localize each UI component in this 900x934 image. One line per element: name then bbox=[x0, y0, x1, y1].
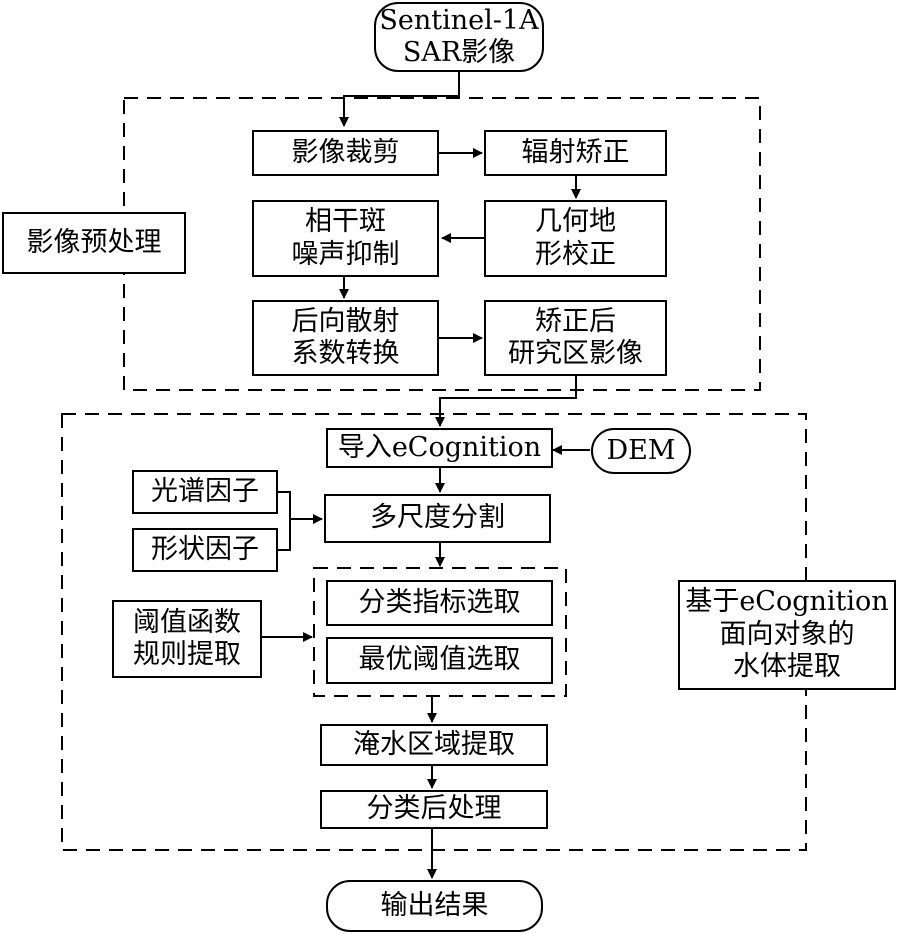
node-import-ecognition: 导入eCognition bbox=[326, 428, 553, 468]
node-dem: DEM bbox=[591, 428, 691, 474]
selection-subgroup-frame bbox=[313, 567, 567, 697]
node-speckle-suppression: 相干斑 噪声抑制 bbox=[252, 200, 439, 277]
node-spectral-factor: 光谱因子 bbox=[132, 470, 278, 514]
node-post-classification: 分类后处理 bbox=[320, 790, 548, 829]
extraction-group-label: 基于eCognition 面向对象的 水体提取 bbox=[678, 580, 896, 690]
node-multiscale-segmentation: 多尺度分割 bbox=[324, 494, 551, 543]
node-threshold-rule-extraction: 阈值函数 规则提取 bbox=[112, 600, 262, 678]
node-corrected-image: 矫正后 研究区影像 bbox=[484, 300, 667, 376]
node-radiometric-correction: 辐射矫正 bbox=[484, 130, 667, 176]
node-class-index-selection: 分类指标选取 bbox=[326, 580, 553, 626]
arrow-corrected-to-import bbox=[435, 376, 577, 427]
arrow-start-to-crop bbox=[339, 72, 460, 127]
factors-bracket bbox=[278, 491, 291, 551]
node-image-crop: 影像裁剪 bbox=[252, 130, 439, 176]
extraction-group-frame bbox=[61, 413, 807, 851]
node-flood-area-extraction: 淹水区域提取 bbox=[320, 724, 548, 766]
node-backscatter-conversion: 后向散射 系数转换 bbox=[252, 300, 439, 376]
node-optimal-threshold-selection: 最优阈值选取 bbox=[326, 637, 553, 684]
node-shape-factor: 形状因子 bbox=[132, 528, 278, 572]
node-terrain-correction: 几何地 形校正 bbox=[484, 200, 667, 277]
preprocess-group-label: 影像预处理 bbox=[2, 212, 186, 274]
node-output-result: 输出结果 bbox=[326, 880, 543, 932]
start-node-sentinel-sar: Sentinel-1A SAR影像 bbox=[374, 2, 544, 72]
